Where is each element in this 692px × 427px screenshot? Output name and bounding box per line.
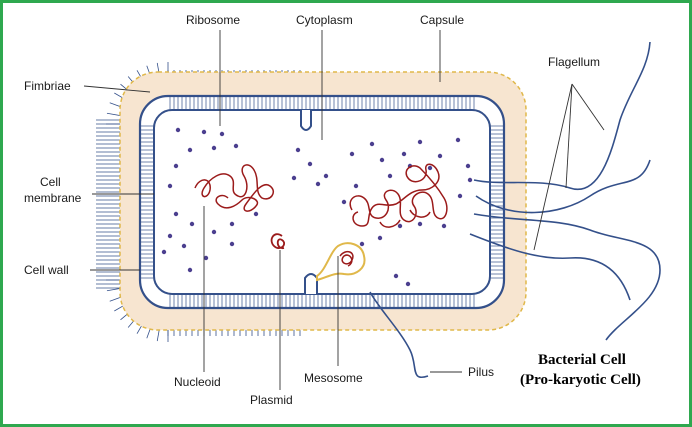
title-line-2: (Pro-karyotic Cell) (520, 372, 641, 388)
ribosome-dot (167, 183, 173, 189)
ribosome-dot (387, 173, 393, 179)
leader-lines (83, 30, 605, 390)
pilus (369, 291, 429, 379)
ribosome-dot (457, 193, 463, 199)
label-pilus: Pilus (468, 365, 494, 379)
ribosome-dot (341, 199, 347, 205)
ribosome-dot (187, 147, 193, 153)
ribosome-dot (405, 281, 411, 287)
cytoplasm-notch (300, 110, 312, 131)
ribosome-dot (167, 233, 173, 239)
ribosome-dot (353, 183, 359, 189)
ribosome-dot (295, 147, 301, 153)
title-line-1: Bacterial Cell (538, 352, 626, 368)
flagellum-3 (473, 213, 661, 341)
ribosome-dot (211, 145, 217, 151)
mesosome-dna (339, 250, 354, 267)
ribosome-dot (291, 175, 297, 181)
ribosome-dots (161, 127, 473, 287)
ribosome-dot (229, 221, 235, 227)
ribosome-dot (189, 221, 195, 227)
ribosome-dot (467, 177, 473, 183)
ribosome-dot (393, 273, 399, 279)
ribosome-dot (233, 143, 239, 149)
ribosome-dot (359, 241, 365, 247)
ribosome-dot (173, 211, 179, 217)
ribosome-dot (397, 223, 403, 229)
ribosome-dot (161, 249, 167, 255)
label-fimbriae: Fimbriae (24, 79, 71, 93)
ribosome-dot (417, 139, 423, 145)
ribosome-dot (377, 235, 383, 241)
label-cytoplasm: Cytoplasm (296, 13, 353, 27)
nucleoid-dna-left (194, 164, 274, 212)
ribosome-dot (323, 173, 329, 179)
label-mesosome: Mesosome (304, 371, 363, 385)
ribosome-dot (201, 129, 207, 135)
label-plasmid: Plasmid (250, 393, 293, 407)
flagella (469, 41, 661, 341)
label-cell-membrane-line1: Cell (40, 175, 61, 189)
ribosome-dot (455, 137, 461, 143)
label-nucleoid: Nucleoid (174, 375, 221, 389)
flagellum-1 (473, 41, 651, 191)
ribosome-dot (465, 163, 471, 169)
ribosome-dot (187, 267, 193, 273)
ribosome-dot (253, 211, 259, 217)
ribosome-dot (401, 151, 407, 157)
ribosome-dot (229, 241, 235, 247)
ribosome-dot (203, 255, 209, 261)
ribosome-dot (219, 131, 225, 137)
ribosome-dot (349, 151, 355, 157)
ribosome-dot (437, 153, 443, 159)
ribosome-dot (307, 161, 313, 167)
mesosome-body (316, 242, 366, 282)
label-ribosome: Ribosome (186, 13, 240, 27)
ribosome-dot (181, 243, 187, 249)
ribosome-dot (427, 165, 433, 171)
plasmid-loop (270, 233, 285, 250)
ribosome-dot (211, 229, 217, 235)
ribosome-dot (315, 181, 321, 187)
ribosome-dot (417, 221, 423, 227)
ribosome-dot (173, 163, 179, 169)
label-cell-wall: Cell wall (24, 263, 69, 277)
nucleoid-dna-right (349, 163, 448, 228)
label-cell-membrane-line2: membrane (24, 191, 82, 205)
flagellum-4 (469, 233, 631, 301)
cell-wall-texture (141, 97, 503, 307)
ribosome-dot (175, 127, 181, 133)
label-capsule: Capsule (420, 13, 464, 27)
mesosome-notch (304, 273, 318, 294)
ribosome-dot (369, 141, 375, 147)
ribosome-dot (379, 157, 385, 163)
ribosome-dot (441, 223, 447, 229)
flagellum-2 (475, 159, 651, 214)
label-flagellum: Flagellum (548, 55, 600, 69)
